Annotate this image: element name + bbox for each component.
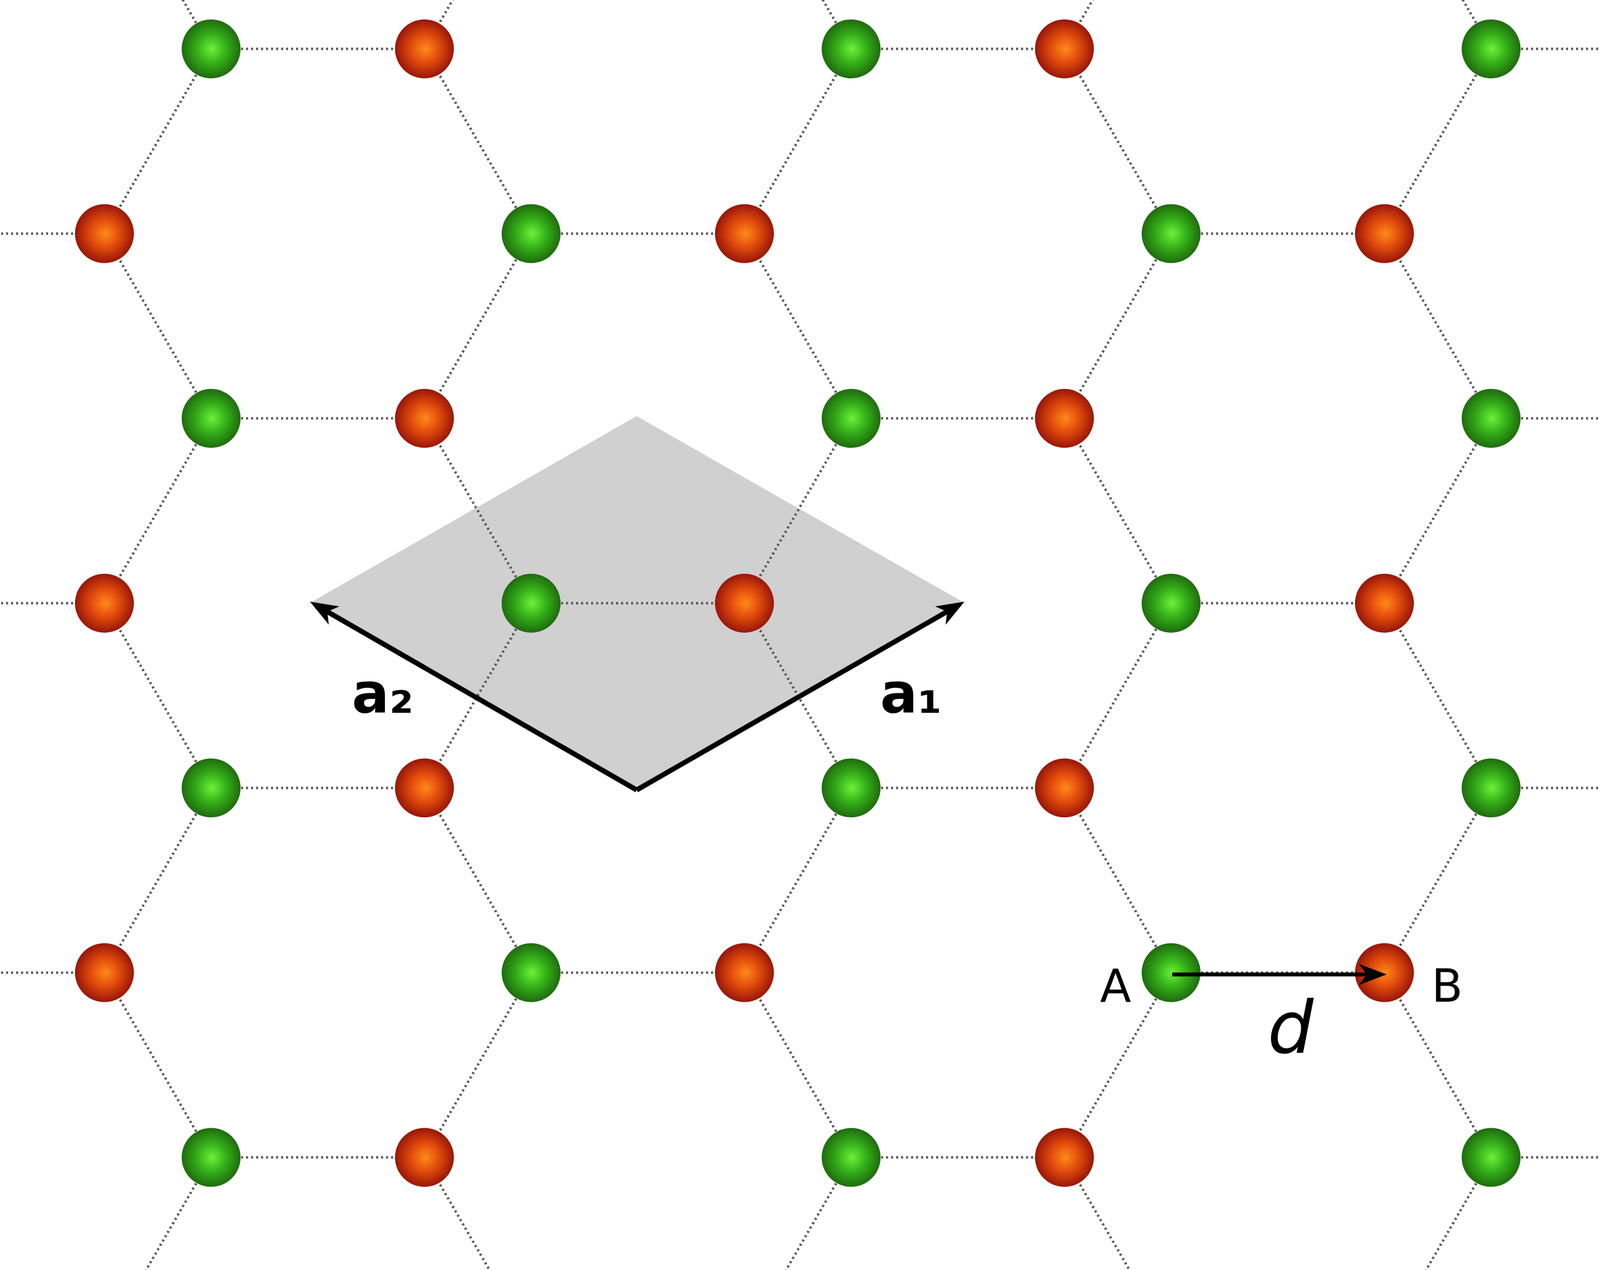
atom-b — [1035, 388, 1094, 448]
atom-b — [715, 943, 774, 1003]
bond-line — [851, 786, 1065, 790]
bond-vector-label: d — [1267, 991, 1314, 1064]
bond-line — [104, 48, 212, 234]
bond-line — [424, 418, 532, 604]
bond-line — [104, 972, 212, 1158]
bond-line — [1384, 233, 1492, 419]
bond-line — [211, 417, 425, 420]
unit-cell — [311, 416, 964, 790]
bond-line — [1384, 603, 1492, 789]
atom-b — [75, 204, 134, 264]
bond-line — [744, 787, 852, 973]
bond-line — [1064, 603, 1172, 789]
vector-label: a₁ — [880, 666, 942, 722]
lattice-vector — [636, 601, 965, 790]
atom-b — [1355, 204, 1414, 264]
lattice-vector-head — [310, 601, 340, 625]
atom-a — [181, 1127, 241, 1187]
bond-line — [744, 418, 852, 604]
bond-line — [744, 972, 852, 1158]
atoms — [75, 19, 1521, 1187]
atom-a — [181, 388, 241, 448]
bond-line — [211, 786, 425, 790]
bond-line — [1064, 787, 1172, 973]
vector-label: a₂ — [351, 666, 414, 722]
atom-b — [395, 758, 454, 818]
bond-line — [211, 1156, 425, 1159]
atom-a — [1461, 19, 1521, 79]
bond-line — [744, 48, 852, 234]
atom-b — [715, 204, 774, 264]
bond-line — [1171, 971, 1385, 975]
lattice-vector-head — [935, 601, 965, 625]
atom-b — [395, 1127, 454, 1187]
atom-a — [501, 204, 561, 264]
bond-line — [1171, 232, 1385, 235]
atom-b — [1035, 19, 1094, 79]
bond-line — [424, 48, 532, 234]
bond-line — [1384, 48, 1492, 234]
atom-b — [715, 573, 774, 633]
bond-line — [1064, 233, 1172, 419]
bond-line — [1064, 48, 1172, 234]
bond-vector-shaft — [1172, 972, 1370, 977]
bond-line — [211, 47, 425, 51]
bond-line — [1064, 418, 1172, 604]
bond-line — [851, 1156, 1065, 1159]
bond-line — [104, 787, 212, 973]
atom-b — [395, 19, 454, 79]
atom-a — [1461, 758, 1521, 818]
bond-line — [531, 232, 745, 235]
bond-line — [851, 47, 1065, 51]
lattice-vector-shaft — [636, 610, 950, 790]
atom-a — [501, 943, 561, 1003]
bond-line — [851, 417, 1065, 420]
bond-line — [104, 418, 212, 604]
bond-line — [1171, 601, 1385, 605]
lattice-vector — [310, 601, 637, 790]
bond-vector-head — [1358, 963, 1387, 985]
bond-vector — [1172, 963, 1387, 985]
atom-a — [501, 573, 561, 633]
atom-a — [821, 19, 881, 79]
bond-line — [424, 787, 532, 973]
bond-line — [1384, 418, 1492, 604]
atom-b — [395, 388, 454, 448]
atom-b — [75, 573, 134, 633]
bond-line — [104, 233, 212, 419]
atom-b — [1035, 1127, 1094, 1187]
atom-b — [1035, 758, 1094, 818]
bond-line — [531, 601, 745, 605]
atom-a — [1141, 573, 1201, 633]
bond-line — [1384, 787, 1492, 973]
sublattice-label: A — [1100, 963, 1132, 1009]
bond-line — [424, 972, 532, 1158]
atom-a — [1461, 1127, 1521, 1187]
sublattice-label: B — [1431, 963, 1463, 1009]
atom-a — [181, 758, 241, 818]
bond-line — [744, 233, 852, 419]
atom-a — [1141, 204, 1201, 264]
atom-a — [1461, 388, 1521, 448]
bond-line — [424, 233, 532, 419]
atom-a — [821, 1127, 881, 1187]
bond-line — [531, 971, 745, 975]
atom-a — [181, 19, 241, 79]
lattice-vector-shaft — [324, 610, 637, 790]
atom-a — [821, 758, 881, 818]
atom-b — [75, 943, 134, 1003]
atom-a — [821, 388, 881, 448]
atom-b — [1355, 573, 1414, 633]
bond-line — [104, 603, 212, 789]
